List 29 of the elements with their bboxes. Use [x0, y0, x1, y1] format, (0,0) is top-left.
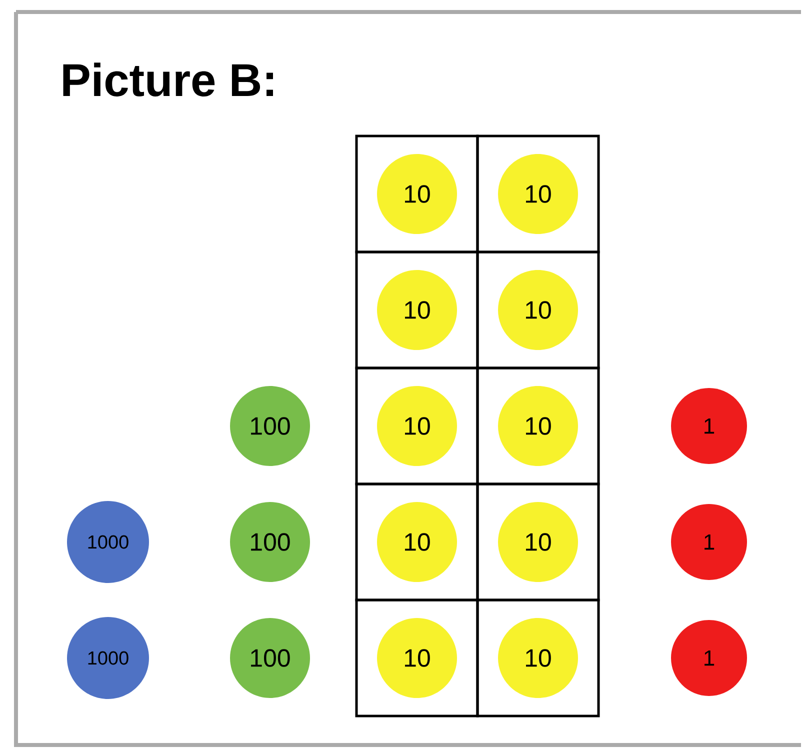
grid-cell — [355, 482, 479, 602]
counter-disc: 10 — [377, 270, 457, 350]
counter-disc: 1 — [671, 504, 747, 580]
counter-disc: 1000 — [67, 617, 149, 699]
counter-disc: 100 — [230, 502, 310, 582]
grid-cell — [355, 134, 479, 254]
counter-disc: 10 — [377, 618, 457, 698]
counter-disc: 10 — [498, 618, 578, 698]
counter-disc: 10 — [498, 154, 578, 234]
grid-cell — [476, 366, 600, 486]
grid-cell — [476, 482, 600, 602]
grid-cell — [476, 250, 600, 370]
counter-disc: 10 — [377, 386, 457, 466]
grid-cell — [476, 134, 600, 254]
counter-disc: 10 — [498, 270, 578, 350]
counter-disc: 10 — [498, 502, 578, 582]
title: Picture B: — [63, 62, 273, 96]
counter-disc: 10 — [377, 502, 457, 582]
counter-disc: 10 — [377, 154, 457, 234]
counter-disc: 1000 — [67, 501, 149, 583]
grid-cell — [355, 366, 479, 486]
counter-disc: 100 — [230, 386, 310, 466]
counter-disc: 1 — [671, 388, 747, 464]
grid-cell — [476, 598, 600, 718]
counter-disc: 1 — [671, 620, 747, 696]
grid-cell — [355, 250, 479, 370]
grid-cell — [355, 598, 479, 718]
counter-disc: 10 — [498, 386, 578, 466]
counter-disc: 100 — [230, 618, 310, 698]
